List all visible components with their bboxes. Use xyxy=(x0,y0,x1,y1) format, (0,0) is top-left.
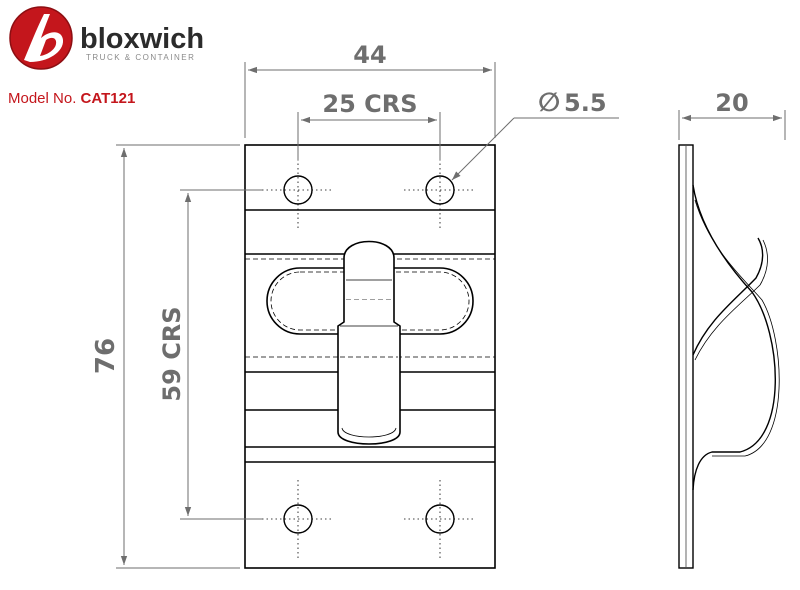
side-plate xyxy=(678,144,694,569)
dim-overall-height: 76 xyxy=(91,338,121,374)
hook-tongue xyxy=(343,240,395,300)
dim-hole-diameter: ∅ 5.5 xyxy=(538,88,607,118)
front-view xyxy=(244,144,496,569)
logo-mark-icon xyxy=(9,6,73,70)
brand-logo: bloxwich TRUCK & CONTAINER xyxy=(9,6,204,70)
plate-outline xyxy=(244,144,496,569)
brand-tagline: TRUCK & CONTAINER xyxy=(86,53,195,62)
dim-hole-diameter-value: 5.5 xyxy=(564,89,607,117)
brand-name: bloxwich xyxy=(80,23,204,55)
dim-depth: 20 xyxy=(715,89,748,117)
dim-hole-centres-vertical: 59 CRS xyxy=(158,306,186,401)
model-value: CAT121 xyxy=(81,90,136,107)
diameter-symbol: ∅ xyxy=(538,88,560,118)
dim-overall-width: 44 xyxy=(353,41,386,69)
model-label: Model No. xyxy=(8,90,76,107)
model-number: Model No. CAT121 xyxy=(8,90,135,107)
dim-hole-centres-horizontal: 25 CRS xyxy=(322,90,417,118)
hook-body xyxy=(337,300,401,445)
side-view xyxy=(678,144,780,569)
dimension-lines xyxy=(116,62,786,569)
oval-slot xyxy=(266,267,474,335)
